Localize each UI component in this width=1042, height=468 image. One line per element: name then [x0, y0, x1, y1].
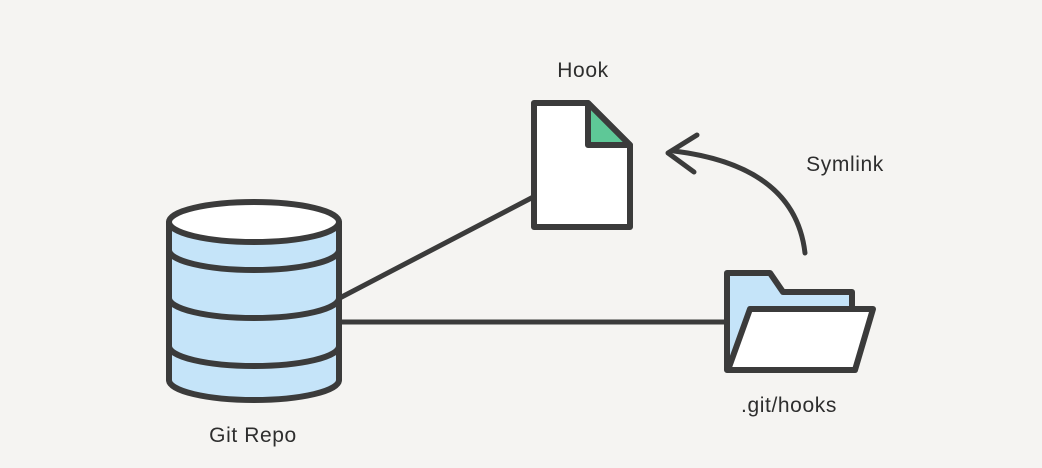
- curved-arrow-icon: [665, 132, 808, 256]
- arrowhead: [665, 132, 700, 175]
- connector-lines: [331, 191, 733, 325]
- git-hooks-label: .git/hooks: [741, 394, 837, 417]
- arrow-curve: [671, 148, 808, 256]
- document-icon: [531, 100, 633, 230]
- database-top: [166, 199, 342, 245]
- folder-front: [725, 306, 876, 373]
- edge-repo-to-hook: [331, 191, 542, 304]
- database-band: [166, 343, 342, 369]
- database-band: [166, 247, 342, 273]
- document-folded-corner: [585, 100, 633, 148]
- database-icon: [166, 199, 342, 403]
- database-band: [166, 295, 342, 321]
- git-repo-label: Git Repo: [209, 424, 297, 447]
- symlink-label: Symlink: [806, 153, 884, 176]
- hook-label: Hook: [557, 59, 609, 82]
- folder-icon: [724, 270, 876, 373]
